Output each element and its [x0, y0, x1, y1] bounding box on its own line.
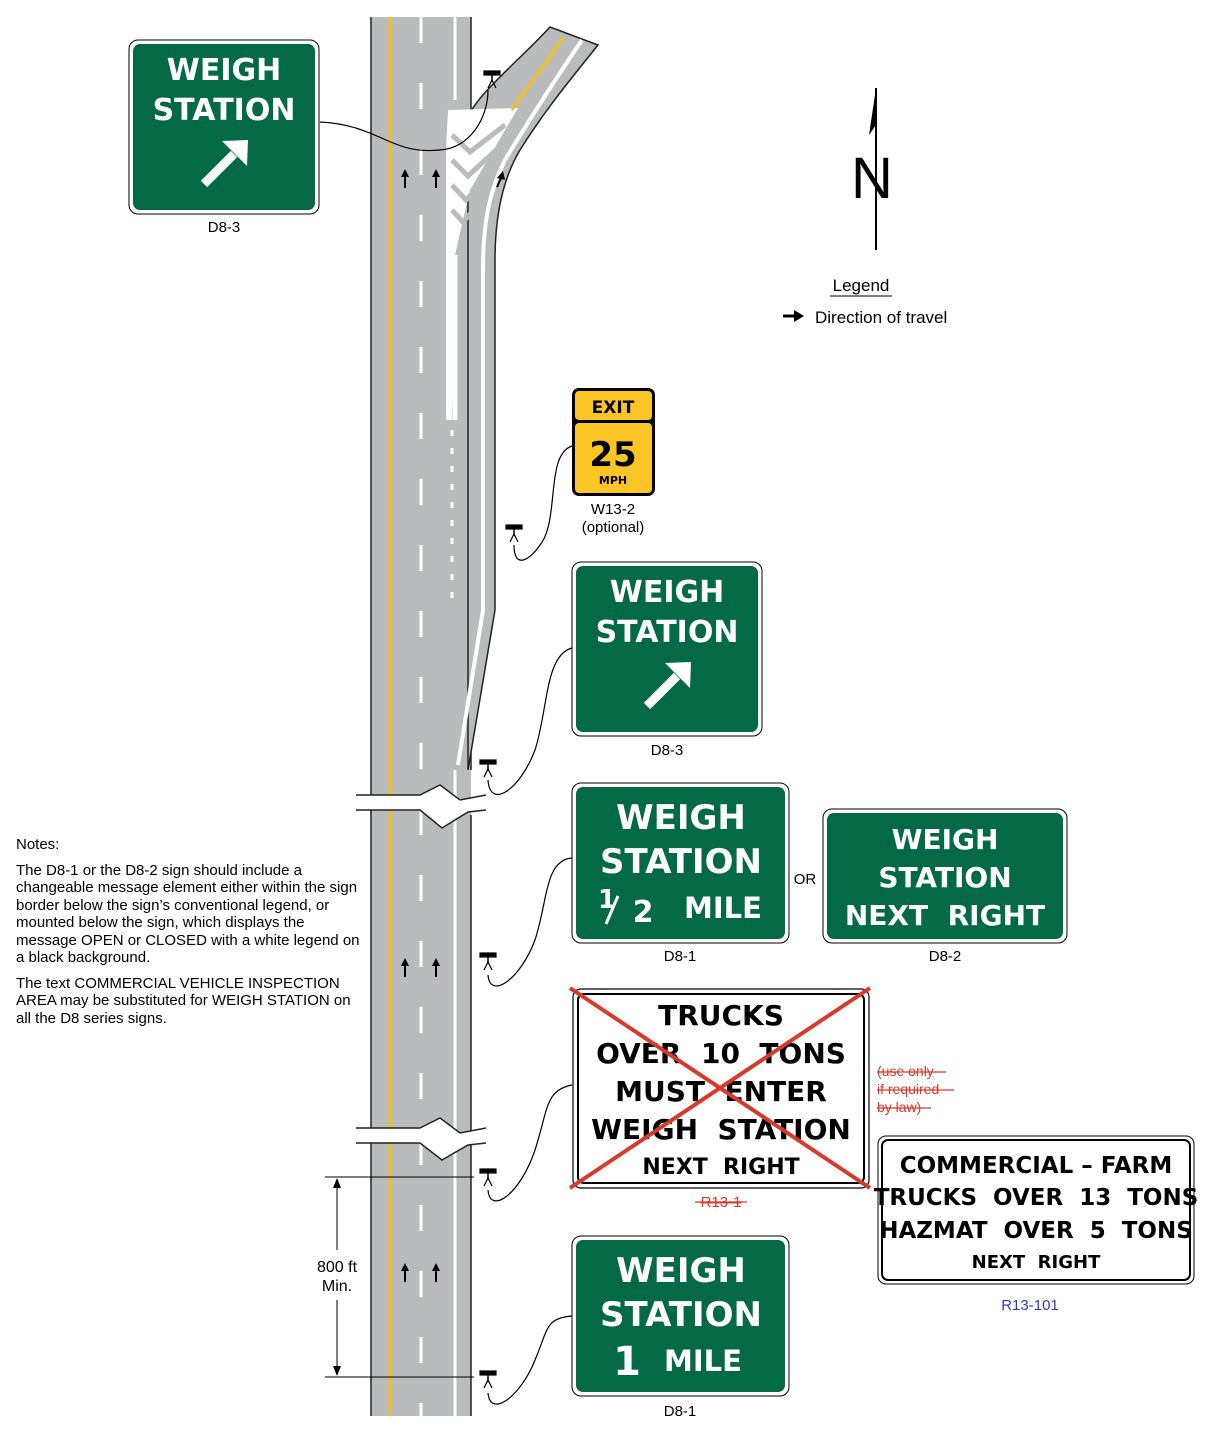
or-label: OR — [794, 871, 817, 888]
up-arrow-icon — [401, 169, 409, 188]
use-only-line: by law) — [877, 1099, 921, 1115]
sign-r13-101: COMMERCIAL – FARM TRUCKS OVER 13 TONS HA… — [874, 1135, 1199, 1314]
sign-line: NEXT RIGHT — [642, 1155, 799, 1180]
sign-line: STATION — [600, 842, 762, 882]
sign-line: WEIGH — [616, 1251, 746, 1291]
up-right-arrow-icon — [200, 140, 248, 188]
speed-value: 25 — [589, 435, 636, 475]
sign-line: TRUCKS OVER 13 TONS — [874, 1185, 1199, 1211]
sign-line: OVER 10 TONS — [596, 1037, 846, 1070]
notes: Notes: The D8-1 or the D8-2 sign should … — [16, 836, 368, 1035]
sign-line: NEXT RIGHT — [972, 1252, 1101, 1273]
sign-line: MUST ENTER — [615, 1075, 827, 1108]
sign-code: D8-3 — [208, 219, 241, 236]
up-right-arrow-icon — [643, 662, 691, 710]
sign-r13-1: TRUCKS OVER 10 TONS MUST ENTER WEIGH STA… — [568, 986, 872, 1211]
sign-line: WEIGH STATION — [591, 1113, 851, 1146]
sign-note: (optional) — [582, 519, 645, 536]
sign-code: D8-3 — [651, 742, 684, 759]
up-arrow-icon — [401, 958, 409, 977]
break-line-lower — [356, 1117, 487, 1161]
use-only-line: if required — [877, 1081, 939, 1097]
gore-area — [446, 108, 518, 420]
sign-unit: MILE — [684, 891, 762, 925]
sign-line: HAZMAT OVER 5 TONS — [879, 1218, 1193, 1244]
roadway — [356, 17, 600, 1416]
sign-line: WEIGH — [616, 798, 746, 838]
sign-line: WEIGH — [167, 53, 281, 88]
note-paragraph: The text COMMERCIAL VEHICLE INSPECTION A… — [16, 974, 351, 1027]
exit-ramp-pavement — [467, 26, 600, 771]
dimension-800ft: 800 ft Min. — [317, 1176, 474, 1378]
direction-arrow-icon — [783, 310, 804, 322]
gore-chevrons — [450, 123, 507, 226]
sign-code: D8-1 — [664, 1403, 697, 1420]
sign-line: WEIGH — [892, 823, 999, 856]
north-arrow: N — [851, 88, 893, 250]
dimension-value: 800 ft — [317, 1259, 358, 1276]
sign-line: TRUCKS — [658, 999, 784, 1032]
up-arrow-icon — [401, 1263, 409, 1282]
sign-line: WEIGH — [610, 575, 724, 610]
legend-arrow-label: Direction of travel — [815, 308, 947, 327]
break-line-upper — [356, 784, 487, 829]
sign-top: EXIT — [592, 398, 635, 418]
north-arrow-icon — [869, 88, 876, 135]
sign-d8-2: WEIGH STATION NEXT RIGHT D8-2 — [822, 808, 1068, 965]
up-arrow-icon — [432, 169, 440, 188]
sign-unit: MILE — [664, 1344, 742, 1378]
sign-d8-1-half-mile: WEIGH STATION 1 2 MILE D8-1 — [571, 782, 790, 965]
sign-code: D8-2 — [929, 948, 962, 965]
direction-arrows — [401, 169, 505, 1282]
up-right-arrow-icon — [496, 171, 505, 188]
up-arrow-icon — [432, 1263, 440, 1282]
sign-number: 1 — [613, 1339, 641, 1385]
sign-w13-2: EXIT 25 MPH W13-2 (optional) — [572, 388, 655, 536]
sign-code: R13-101 — [1001, 1297, 1059, 1314]
dimension-label: Min. — [322, 1278, 352, 1295]
sign-d8-3-top: WEIGH STATION D8-3 — [128, 39, 320, 236]
strike-x-icon — [568, 986, 872, 1190]
sign-d8-1-one-mile: WEIGH STATION 1 MILE D8-1 — [571, 1235, 790, 1420]
note-paragraph: The D8-1 or the D8-2 sign should include… — [16, 861, 360, 967]
notes-heading: Notes: — [16, 836, 60, 853]
sign-line: STATION — [596, 615, 739, 650]
sign-line: NEXT RIGHT — [845, 899, 1045, 932]
use-only-note: (use only if required by law) — [877, 1063, 954, 1115]
sign-line: STATION — [878, 861, 1011, 894]
sign-d8-3-mid: WEIGH STATION D8-3 — [571, 561, 763, 759]
use-only-line: (use only — [877, 1063, 934, 1079]
fraction-denominator: 2 — [633, 895, 654, 930]
sign-line: COMMERCIAL – FARM — [900, 1153, 1173, 1179]
sign-code: D8-1 — [664, 948, 697, 965]
speed-unit: MPH — [599, 474, 627, 487]
sign-line: STATION — [153, 93, 296, 128]
legend: Legend Direction of travel — [783, 276, 947, 327]
sign-code: W13-2 — [591, 501, 635, 518]
up-arrow-icon — [432, 958, 440, 977]
legend-title: Legend — [833, 276, 890, 295]
sign-line: STATION — [600, 1295, 762, 1335]
sign-post-markers — [319, 70, 573, 1405]
north-letter: N — [851, 146, 893, 211]
